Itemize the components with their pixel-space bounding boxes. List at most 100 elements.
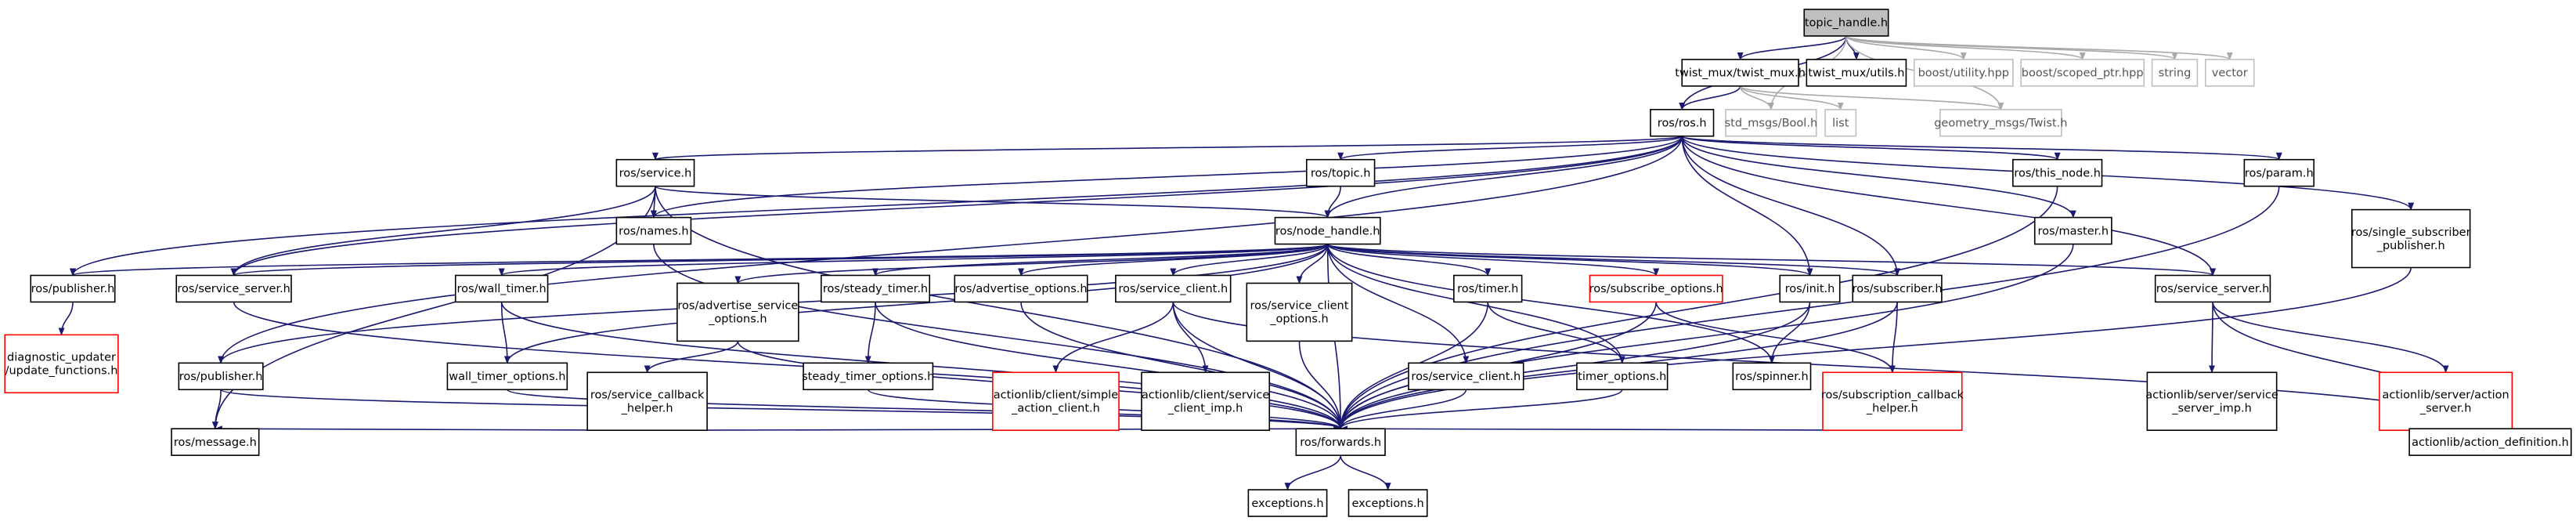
edge-ros_subscriber-to-ros_sub_cb_helper [1889,302,1898,374]
edge-ros_node_handle-to-ros_service_server_a [231,243,1329,277]
node-label: ros/subscribe_options.h [1589,283,1723,295]
node-ros_adv_opts[interactable]: ros/advertise_options.h [954,274,1088,303]
node-steady_timer_opts[interactable]: steady_timer_options.h [802,362,934,391]
edge-ros_service_client_a-to-al_simple_client [1052,302,1174,374]
node-ros_ros[interactable]: ros/ros.h [1650,108,1715,137]
node-box [1274,216,1381,245]
node-exceptions_b[interactable]: exceptions.h [1348,489,1428,517]
node-al_server_service_imp[interactable]: actionlib/server/service_server_imp.h [2145,371,2278,431]
node-ros_timer[interactable]: ros/timer.h [1453,274,1523,303]
edge-ros_node_handle-to-ros_service_client_a [1170,244,1329,277]
node-ros_subscribe_opts[interactable]: ros/subscribe_options.h [1589,274,1723,303]
node-label: boost/utility.hpp [1918,67,2009,80]
node-box [2204,59,2255,87]
edge-ros_node_handle-to-ros_timer [1326,244,1492,277]
node-string[interactable]: string [2151,59,2199,87]
node-label: ros/init.h [1785,283,1835,295]
node-wall_timer_opts[interactable]: wall_timer_options.h [446,362,568,391]
edge-ros_service_client_a-to-ros_forwards [1172,302,1344,430]
edge-ros_service_cb_helper-to-ros_message [214,425,648,432]
node-std_bool[interactable]: std_msgs/Bool.h [1725,108,1818,137]
node-ros_adv_service_opts[interactable]: ros/advertise_service_options.h [676,282,799,342]
node-ros_param[interactable]: ros/param.h [2243,158,2315,187]
node-label: /update_functions.h [5,365,118,378]
node-exceptions_a[interactable]: exceptions.h [1247,489,1328,517]
node-ros_service_server_b[interactable]: ros/service_server.h [2154,274,2271,303]
node-box [30,274,116,303]
node-geom_twist[interactable]: geometry_msgs/Twist.h [1934,108,2067,137]
node-al_action_server[interactable]: actionlib/server/action_server.h [2379,371,2513,431]
node-twist_mux[interactable]: twist_mux/twist_mux.h [1675,59,1806,87]
node-box [1408,362,1524,391]
edge-ros_timer-to-timer_opts [1487,302,1625,364]
edge-ros_subscribe_opts-to-ros_sub_cb_helper [1655,302,1896,374]
node-ros_single_sub[interactable]: ros/single_subscriber_publisher.h [2351,208,2471,269]
node-label: steady_timer_options.h [802,371,934,383]
node-box [676,282,799,342]
edge-topic_handle-to-boost_utility [1845,35,1967,60]
node-al_simple_client[interactable]: actionlib/client/simple_action_client.h [992,371,1120,431]
edge-ros_node_handle-to-ros_subscriber [1326,243,1900,277]
edge-ros_publisher_a-to-diag_updater [58,302,74,336]
node-ros_wall_timer[interactable]: ros/wall_timer.h [454,274,549,303]
node-label: actionlib/server/service [2145,389,2278,402]
node-label: timer_options.h [1578,371,1666,383]
edge-ros_ros-to-ros_param [1681,135,2282,161]
edge-ros_ros-to-ros_init [1681,136,1813,277]
edge-twist_mux-to-list [1739,85,1844,110]
node-ros_service_server_a[interactable]: ros/service_server.h [175,274,292,303]
node-vector[interactable]: vector [2204,59,2255,87]
node-twist_utils[interactable]: twist_mux/utils.h [1806,59,1907,87]
node-list[interactable]: list [1824,108,1857,137]
edge-ros_ros-to-ros_node_handle [1324,136,1683,219]
edge-ros_ros-to-ros_this_node [1681,135,2061,161]
node-ros_service_cb_helper[interactable]: ros/service_callback_helper.h [586,371,708,431]
node-ros_service_client_a[interactable]: ros/service_client.h [1115,274,1232,303]
node-label: actionlib/action_definition.h [2412,436,2569,449]
edge-ros_node_handle-to-ros_subscribe_opts [1326,243,1659,277]
edge-ros_node_handle-to-ros_service_client_b [1326,244,1470,364]
node-boost_scoped[interactable]: boost/scoped_ptr.hpp [2020,59,2145,87]
edge-ros_adv_service_opts-to-ros_service_cb_helper [644,341,739,374]
edge-topic_handle-to-twist_mux [1737,35,1847,60]
node-label: _helper.h [621,403,673,415]
node-boost_utility[interactable]: boost/utility.hpp [1913,59,2014,87]
node-label: _server.h [2419,403,2472,415]
node-diag_updater[interactable]: diagnostic_updater/update_functions.h [4,334,119,394]
node-box [2146,371,2278,431]
node-al_service_client_imp[interactable]: actionlib/client/service_client_imp.h [1141,371,1271,431]
node-box [1803,9,1889,37]
node-label: ros/ros.h [1658,118,1707,130]
node-timer_opts[interactable]: timer_options.h [1576,362,1669,391]
edge-ros_service-to-ros_service_server_a [230,186,656,277]
node-ros_spinner[interactable]: ros/spinner.h [1732,362,1812,391]
node-ros_publisher_a[interactable]: ros/publisher.h [30,274,116,303]
node-ros_subscriber[interactable]: ros/subscriber.h [1852,274,1943,303]
node-label: actionlib/client/service [1142,389,1270,402]
node-ros_sub_cb_helper[interactable]: ros/subscription_callback_helper.h [1821,371,1964,431]
node-ros_service_client_opts[interactable]: ros/service_client_options.h [1246,282,1353,342]
node-al_action_def[interactable]: actionlib/action_definition.h [2408,428,2572,456]
node-ros_message[interactable]: ros/message.h [171,428,260,456]
node-label: wall_timer_options.h [449,371,565,383]
node-ros_node_handle[interactable]: ros/node_handle.h [1274,216,1381,245]
node-ros_init[interactable]: ros/init.h [1779,274,1841,303]
node-box [1453,274,1523,303]
node-ros_this_node[interactable]: ros/this_node.h [2012,158,2103,187]
node-label: vector [2212,67,2248,80]
edge-ros_service_client_b-to-ros_forwards [1337,389,1467,430]
edge-topic_handle-to-string [1845,35,2178,60]
node-ros_forwards[interactable]: ros/forwards.h [1295,428,1386,456]
node-box [615,158,695,187]
node-ros_publisher_b[interactable]: ros/publisher.h [178,362,264,391]
node-box [2243,158,2315,187]
node-label: _helper.h [1866,403,1918,415]
node-ros_topic[interactable]: ros/topic.h [1305,158,1376,187]
node-ros_service_client_b[interactable]: ros/service_client.h [1408,362,1524,391]
edge-ros_single_sub-to-ros_forwards [1337,267,2412,430]
node-ros_service[interactable]: ros/service.h [615,158,695,187]
node-ros_names[interactable]: ros/names.h [615,216,692,245]
node-ros_steady_timer[interactable]: ros/steady_timer.h [820,274,931,303]
node-box [2154,274,2271,303]
node-ros_master[interactable]: ros/master.h [2033,216,2112,245]
